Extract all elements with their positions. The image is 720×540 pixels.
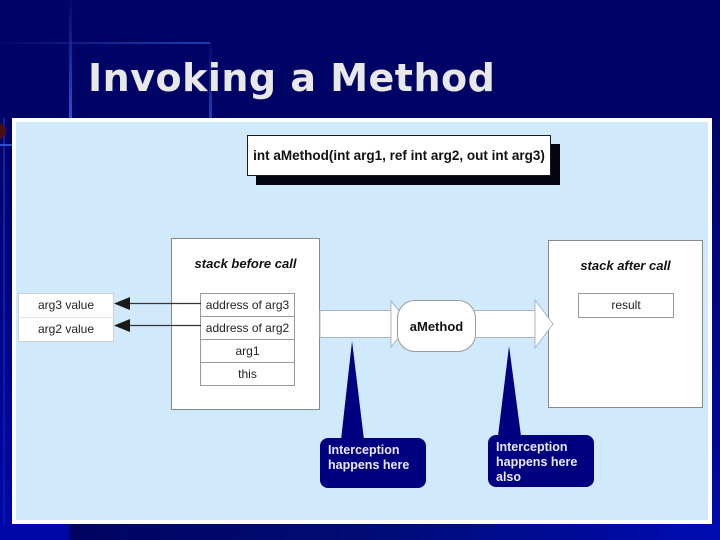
stack-after-box: stack after call [548, 240, 703, 408]
arg3-value-cell: arg3 value [19, 294, 113, 318]
slide-title: Invoking a Method [88, 56, 496, 100]
stack-row-address-of-arg2: address of arg2 [201, 317, 294, 340]
amethod-label: aMethod [409, 318, 464, 334]
stack-after-label: stack after call [580, 258, 671, 273]
stack-before-label: stack before call [194, 256, 297, 271]
decor-maroon-accent [0, 122, 6, 140]
method-signature-text: int aMethod(int arg1, ref int arg2, out … [253, 148, 545, 163]
decor-left-margin-line [3, 118, 5, 524]
arg2-value-cell: arg2 value [37, 322, 95, 336]
interception-callout: Interception happens here [320, 438, 426, 488]
result-table: result [578, 293, 674, 318]
decor-vertical-line [209, 42, 212, 118]
stack-before-table: address of arg3 address of arg2 arg1 thi… [200, 293, 295, 386]
interception-also-callout-text: Interception happens here also [496, 440, 578, 484]
decor-left-margin [0, 118, 12, 524]
interception-callout-text: Interception happens here [328, 443, 410, 472]
decor-margin-tick [0, 144, 12, 146]
interception-also-callout: Interception happens here also [488, 435, 594, 487]
decor-bottom-strip [0, 524, 720, 540]
arg-values-table: arg3 value arg2 value [18, 293, 114, 342]
stack-row-this: this [238, 367, 257, 381]
decor-horizontal-line [0, 42, 210, 44]
amethod-capsule: aMethod [397, 300, 476, 352]
result-cell: result [611, 298, 641, 312]
decor-right-margin [712, 118, 720, 524]
stack-row-arg1: arg1 [201, 340, 294, 363]
method-signature-box: int aMethod(int arg1, ref int arg2, out … [247, 135, 551, 176]
stack-row-address-of-arg3: address of arg3 [201, 294, 294, 317]
decor-vertical-line [69, 0, 72, 118]
